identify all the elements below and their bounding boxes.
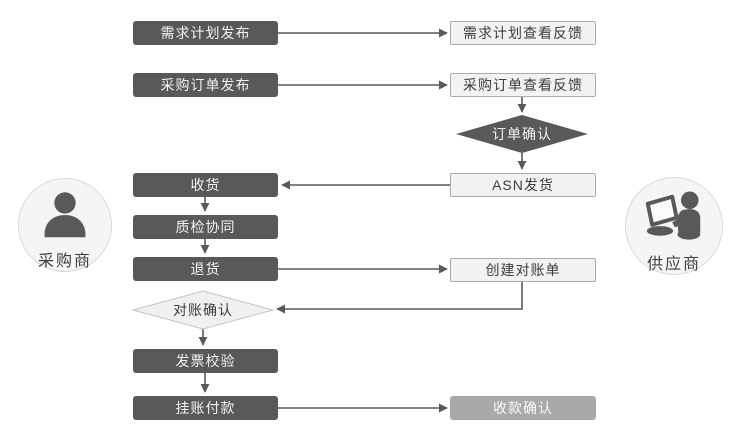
edge-create-reconciliation-to-confirm xyxy=(276,282,523,314)
node-po-feedback: 采购订单查看反馈 xyxy=(450,73,596,97)
order-confirm-label: 订单确认 xyxy=(492,126,552,142)
node-invoice-verification: 发票校验 xyxy=(133,349,278,373)
supplier-laptop-person-icon xyxy=(639,188,709,249)
buyer-actor-label: 采购商 xyxy=(37,253,92,270)
node-quality-inspection: 质检协同 xyxy=(133,215,278,239)
reconciliation-confirm-diamond xyxy=(131,290,275,330)
buyer-actor-circle: 采购商 xyxy=(18,178,112,272)
node-return-goods: 退货 xyxy=(133,257,278,281)
supplier-actor-circle: 供应商 xyxy=(625,177,723,275)
node-book-payment: 挂账付款 xyxy=(133,396,278,420)
order-confirm-diamond xyxy=(456,115,588,153)
node-create-reconciliation: 创建对账单 xyxy=(450,258,596,282)
node-demand-plan-feedback: 需求计划查看反馈 xyxy=(450,21,596,45)
node-po-publish: 采购订单发布 xyxy=(133,73,278,97)
supplier-actor-label: 供应商 xyxy=(646,256,701,273)
node-asn-shipment: ASN发货 xyxy=(450,173,596,197)
reconciliation-confirm-label: 对账确认 xyxy=(173,302,233,318)
node-payment-receipt-confirm: 收款确认 xyxy=(450,396,596,420)
buyer-person-icon xyxy=(37,189,93,246)
node-receive-goods: 收货 xyxy=(133,173,278,197)
node-demand-plan-publish: 需求计划发布 xyxy=(133,21,278,45)
